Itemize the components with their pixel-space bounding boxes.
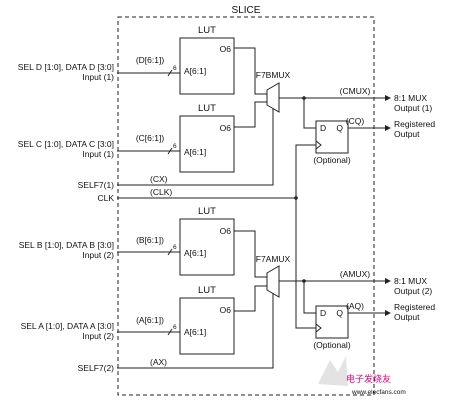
bus-a-width: 6 — [173, 324, 177, 331]
lut-d-name: LUT — [198, 25, 216, 36]
f7amux-shape — [266, 265, 280, 298]
self7-1-label: SELF7(1) — [78, 180, 115, 190]
cmux-label: (CMUX) — [340, 86, 371, 96]
svg-text:(Optional): (Optional) — [313, 340, 350, 350]
lut-b: LUT O6 A[6:1] — [179, 206, 235, 276]
svg-text:SEL D [1:0], DATA D [3:0]: SEL D [1:0], DATA D [3:0] — [18, 62, 114, 72]
clock-junction — [294, 196, 298, 200]
flipflop-top: D Q (Optional) — [313, 120, 351, 165]
svg-text:SEL C [1:0], DATA C [3:0]: SEL C [1:0], DATA C [3:0] — [18, 139, 114, 149]
f7amux-label: F7AMUX — [256, 254, 291, 264]
output2-label: 8:1 MUX Output (2) — [394, 276, 432, 296]
cx-label: (CX) — [150, 174, 168, 184]
svg-text:Input (1): Input (1) — [82, 149, 114, 159]
lut-a-out: O6 — [220, 305, 232, 315]
svg-text:Output: Output — [394, 312, 420, 322]
lut-b-addr: A[6:1] — [184, 248, 206, 258]
flipflop-bottom: D Q (Optional) — [313, 305, 351, 350]
ax-label: (AX) — [150, 357, 167, 367]
lut-a-name: LUT — [198, 285, 216, 296]
watermark: 电子发烧友 www.elecfans.com — [318, 356, 406, 396]
lut-to-mux-wires — [234, 47, 267, 312]
bus-c-label: (C[6:1]) — [136, 133, 165, 143]
svg-text:电子发烧友: 电子发烧友 — [346, 373, 391, 385]
input-buses — [117, 69, 180, 336]
lut-d-addr: A[6:1] — [184, 66, 206, 76]
clk-label: CLK — [97, 193, 114, 203]
lut-d-out: O6 — [220, 44, 232, 54]
input-d-label: SEL D [1:0], DATA D [3:0] Input (1) — [18, 62, 114, 82]
output-arrows — [385, 95, 391, 316]
svg-text:8:1 MUX: 8:1 MUX — [394, 276, 427, 286]
bus-b-width: 6 — [173, 244, 177, 251]
svg-text:www.elecfans.com: www.elecfans.com — [351, 389, 406, 396]
svg-text:D: D — [320, 123, 326, 133]
svg-text:Output: Output — [394, 129, 420, 139]
cq-label: (CQ) — [346, 116, 365, 126]
svg-text:(Optional): (Optional) — [313, 155, 350, 165]
slice-title: SLICE — [232, 5, 261, 16]
lut-c: LUT O6 A[6:1] — [179, 103, 235, 173]
aq-label: (AQ) — [346, 301, 364, 311]
bus-d-label: (D[6:1]) — [136, 55, 165, 65]
svg-text:SEL B [1:0], DATA B [3:0]: SEL B [1:0], DATA B [3:0] — [19, 240, 114, 250]
svg-text:Input (2): Input (2) — [82, 331, 114, 341]
bus-d-width: 6 — [173, 65, 177, 72]
amux-junction — [302, 279, 306, 283]
mux-output-wires — [279, 97, 385, 314]
registered-output1-label: Registered Output — [394, 119, 435, 139]
bus-a-label: (A[6:1]) — [136, 315, 164, 325]
input-a-label: SEL A [1:0], DATA A [3:0] Input (2) — [21, 321, 115, 341]
amux-label: (AMUX) — [340, 269, 370, 279]
cmux-junction — [302, 96, 306, 100]
f7bmux-shape — [266, 82, 280, 113]
svg-text:Q: Q — [336, 123, 343, 133]
lut-c-name: LUT — [198, 103, 216, 114]
svg-text:Input (2): Input (2) — [82, 250, 114, 260]
svg-text:Input (1): Input (1) — [82, 72, 114, 82]
svg-text:SEL A [1:0], DATA A [3:0]: SEL A [1:0], DATA A [3:0] — [21, 321, 114, 331]
bus-b-label: (B[6:1]) — [136, 235, 164, 245]
clk-signal-label: (CLK) — [150, 187, 172, 197]
bus-c-width: 6 — [173, 143, 177, 150]
input-b-label: SEL B [1:0], DATA B [3:0] Input (2) — [19, 240, 114, 260]
f7bmux-label: F7BMUX — [256, 70, 291, 80]
svg-text:Output (2): Output (2) — [394, 286, 432, 296]
svg-text:Registered: Registered — [394, 119, 435, 129]
watermark-logo-icon — [318, 356, 348, 386]
slice-boundary — [117, 16, 375, 396]
mux-select-wires — [117, 108, 274, 369]
svg-text:8:1 MUX: 8:1 MUX — [394, 93, 427, 103]
registered-output2-label: Registered Output — [394, 302, 435, 322]
lut-c-addr: A[6:1] — [184, 147, 206, 157]
lut-a: LUT O6 A[6:1] — [179, 285, 235, 355]
lut-b-out: O6 — [220, 226, 232, 236]
svg-text:Registered: Registered — [394, 302, 435, 312]
svg-text:Q: Q — [336, 308, 343, 318]
svg-text:Output (1): Output (1) — [394, 103, 432, 113]
input-c-label: SEL C [1:0], DATA C [3:0] Input (1) — [18, 139, 114, 159]
lut-a-addr: A[6:1] — [184, 327, 206, 337]
lut-d: LUT O6 A[6:1] — [179, 25, 235, 95]
clock-wires — [117, 144, 316, 329]
svg-text:D: D — [320, 308, 326, 318]
lut-c-out: O6 — [220, 123, 232, 133]
self7-2-label: SELF7(2) — [78, 363, 115, 373]
output1-label: 8:1 MUX Output (1) — [394, 93, 432, 113]
lut-b-name: LUT — [198, 206, 216, 217]
